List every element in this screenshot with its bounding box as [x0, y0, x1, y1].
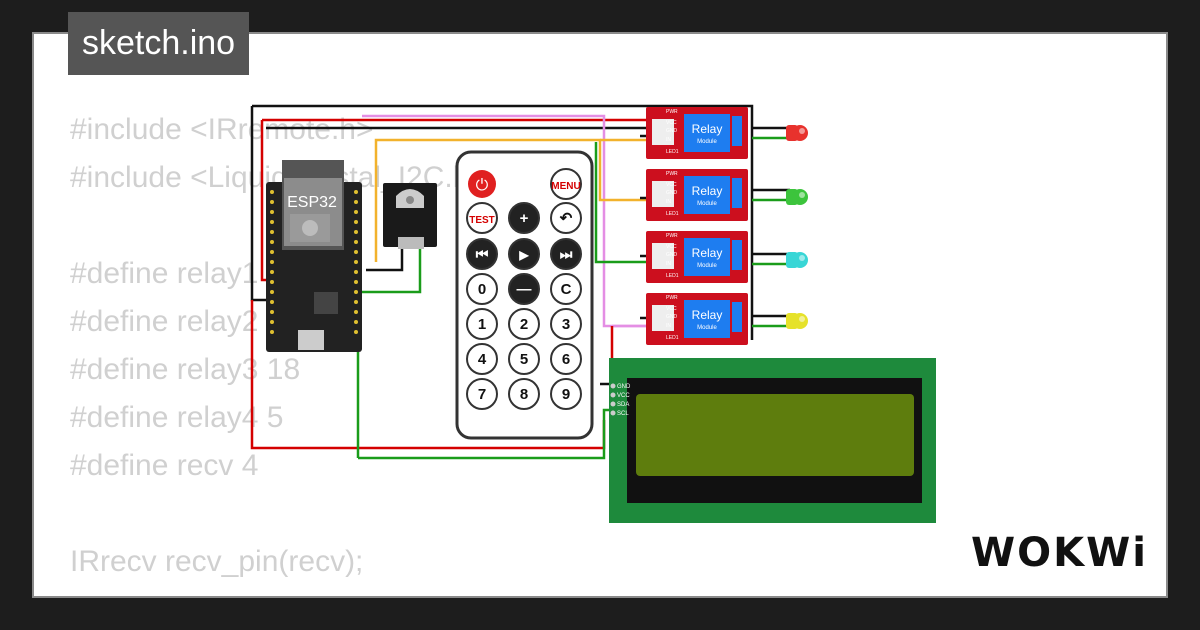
wokwi-logo: WOKWi: [971, 530, 1148, 576]
remote-key-label: 9: [562, 386, 570, 403]
relay-subtitle: Module: [697, 263, 717, 269]
remote-key[interactable]: [550, 273, 582, 305]
esp32-label: ESP32: [287, 194, 337, 211]
wires: [250, 104, 790, 460]
leds: [786, 125, 808, 329]
menu-label: MENU: [551, 181, 580, 192]
remote-key[interactable]: [508, 238, 540, 270]
remote-key[interactable]: [508, 202, 540, 234]
relay-title: Relay: [692, 184, 723, 198]
remote-buttons: ⏻ MENU TEST + ↶ ⏮ ▶ ⏭ 0 — C 1 2 3 4 5 6 7 8 9: [466, 168, 582, 410]
relay-pin-label: PWR: [666, 109, 678, 115]
remote-key-label: +: [520, 210, 529, 227]
remote-key-label: ⏮: [476, 246, 489, 262]
remote-key[interactable]: [466, 343, 498, 375]
relay-pin-label: LED1: [666, 149, 679, 155]
file-tab[interactable]: sketch.ino: [68, 12, 250, 75]
code-line: LiquidCrystal_I2C lcd(0x27, 20, 4);: [70, 586, 530, 596]
remote-key-label: 7: [478, 386, 486, 403]
led[interactable]: [786, 313, 808, 329]
remote-key[interactable]: [550, 238, 582, 270]
remote-key[interactable]: [508, 308, 540, 340]
lcd-pins: GND VCC SDA SCL: [610, 383, 631, 417]
remote-key-label: 2: [520, 316, 528, 333]
remote-key[interactable]: [508, 378, 540, 410]
relay-subtitle: Module: [697, 139, 717, 145]
remote-key[interactable]: [508, 343, 540, 375]
relay-pin-label: PWR: [666, 233, 678, 239]
remote-key-label: ↶: [559, 210, 573, 227]
power-button[interactable]: [468, 170, 496, 198]
code-line: IRrecv recv_pin(recv);: [70, 545, 364, 578]
lcd-pin-label: VCC: [617, 393, 630, 399]
led[interactable]: [786, 125, 808, 141]
relay-pin-label: IN: [666, 199, 671, 205]
relay-pin-label: IN: [666, 137, 671, 143]
relay-subtitle: Module: [697, 201, 717, 207]
code-line: #define relay4 5: [70, 401, 284, 434]
relay-pin-label: GND: [666, 252, 678, 258]
code-line: #define recv 4: [70, 449, 259, 482]
relay-pin-label: LED1: [666, 211, 679, 217]
led[interactable]: [786, 189, 808, 205]
remote-key[interactable]: [550, 202, 582, 234]
lcd-pin-label: SCL: [617, 411, 629, 417]
remote-key[interactable]: [466, 273, 498, 305]
relay-title: Relay: [692, 122, 723, 136]
esp32-board[interactable]: ESP32: [266, 160, 362, 352]
remote-key-label: ⏭: [560, 246, 573, 262]
remote-key[interactable]: [550, 343, 582, 375]
code-line: #define relay3 18: [70, 353, 301, 386]
menu-button[interactable]: [550, 168, 582, 200]
relay-pin-label: GND: [666, 314, 678, 320]
remote-key[interactable]: [466, 308, 498, 340]
remote-key-label: 0: [478, 281, 486, 298]
remote-key-label: 8: [520, 386, 528, 403]
lcd-pin-label: GND: [617, 384, 631, 390]
remote-key-label: —: [517, 281, 532, 298]
relay-pin-label: PWR: [666, 171, 678, 177]
lcd-display[interactable]: [609, 358, 936, 523]
remote-key[interactable]: [466, 378, 498, 410]
remote-key[interactable]: [508, 273, 540, 305]
remote-key[interactable]: [466, 202, 498, 234]
remote-key-label: 3: [562, 316, 570, 333]
remote-key[interactable]: [550, 308, 582, 340]
remote-key-label: C: [561, 281, 572, 298]
remote-key-label: 4: [478, 351, 487, 368]
power-icon: ⏻: [476, 177, 489, 194]
relay-pin-label: VCC: [666, 120, 677, 126]
relay-pin-label: PWR: [666, 295, 678, 301]
relay-pin-label: GND: [666, 190, 678, 196]
relay-title: Relay: [692, 308, 723, 322]
relay-title: Relay: [692, 246, 723, 260]
relay-pin-label: VCC: [666, 182, 677, 188]
remote-key-label: 5: [520, 351, 528, 368]
relay-pin-label: VCC: [666, 244, 677, 250]
relay-modules: RelayModulePWRVCCGNDINLED1RelayModulePWR…: [646, 107, 748, 345]
relay-pin-label: IN: [666, 323, 671, 329]
remote-key-label: TEST: [469, 215, 495, 226]
remote-key-label: 6: [562, 351, 570, 368]
relay-pin-label: LED1: [666, 273, 679, 279]
remote-key-label: ▶: [518, 248, 529, 262]
relay-pin-label: VCC: [666, 306, 677, 312]
relay-pin-label: LED1: [666, 335, 679, 341]
ir-receiver[interactable]: [383, 183, 437, 249]
relay-subtitle: Module: [697, 325, 717, 331]
remote-key-label: 1: [478, 316, 486, 333]
code-line: #include <IRremote.h>: [70, 113, 374, 146]
remote-key[interactable]: [550, 378, 582, 410]
remote-key[interactable]: [466, 238, 498, 270]
lcd-pin-label: SDA: [617, 402, 629, 408]
led[interactable]: [786, 252, 808, 268]
relay-pin-label: GND: [666, 128, 678, 134]
relay-pin-label: IN: [666, 261, 671, 267]
